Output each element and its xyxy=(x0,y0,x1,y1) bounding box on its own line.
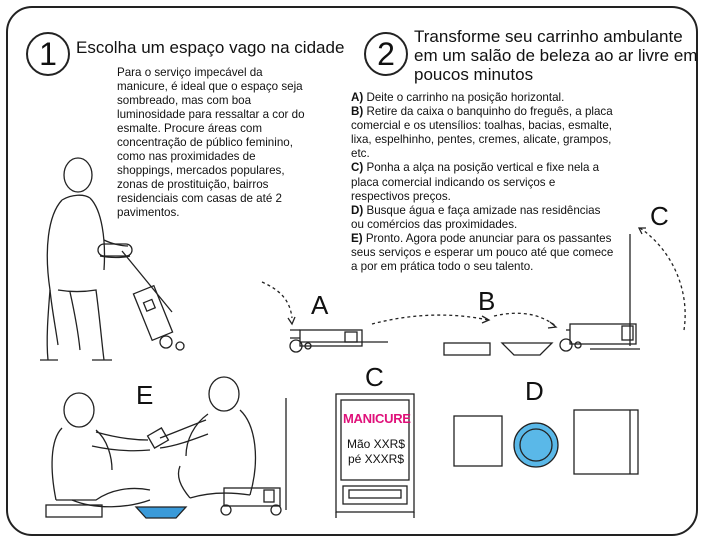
step-2-number: 2 xyxy=(364,32,408,76)
sign-title: MANICURE xyxy=(343,411,411,426)
instruction-d: D) Busque água e faça amizade nas residê… xyxy=(351,203,601,231)
cart-raised-handle xyxy=(559,234,640,352)
manicurist-figure xyxy=(146,376,257,499)
towel-large xyxy=(573,409,639,475)
upright-cart xyxy=(121,250,185,351)
instruction-a: A) Deite o carrinho na posição horizonta… xyxy=(351,91,565,104)
sign-board xyxy=(335,393,415,518)
label-d: D xyxy=(525,376,544,406)
label-b: B xyxy=(478,286,496,316)
label-e: E xyxy=(136,380,154,410)
rounded-border xyxy=(6,6,698,536)
cart-workstation xyxy=(220,398,287,516)
label-c-top: C xyxy=(650,201,669,231)
step-1-number: 1 xyxy=(26,32,70,76)
cart-horizontal xyxy=(289,329,388,353)
step-2-instructions: A) Deite o carrinho na posição horizonta… xyxy=(351,91,616,274)
arrow-c-up xyxy=(639,227,686,331)
label-a: A xyxy=(311,290,329,320)
arrow-1-to-a xyxy=(261,281,293,319)
instruction-b: B) Retire da caixa o banquinho do freguê… xyxy=(351,105,613,161)
sign-price-foot: pé XXXR$ xyxy=(347,452,405,466)
stool-box xyxy=(443,342,491,356)
sign-price-hand: Mão XXR$ xyxy=(346,437,406,451)
tray xyxy=(500,342,554,356)
client-figure xyxy=(45,392,151,518)
arrow-b-to-c xyxy=(493,312,557,327)
foot-basin xyxy=(134,506,188,519)
step-1-title: Escolha um espaço vago na cidade xyxy=(76,38,345,57)
label-c-sign: C xyxy=(365,362,384,392)
step-1-body: Para o serviço impecável da manicure, é … xyxy=(117,66,305,219)
vendor-figure xyxy=(40,157,133,361)
step-2-title: Transforme seu carrinho ambulante em um … xyxy=(414,27,698,84)
instruction-e: E) Pronto. Agora pode anunciar para os p… xyxy=(351,231,614,274)
arrow-a-to-b xyxy=(371,314,489,325)
towel-square xyxy=(453,415,503,467)
instruction-c: C) Ponha a alça na posição vertical e fi… xyxy=(351,161,600,203)
